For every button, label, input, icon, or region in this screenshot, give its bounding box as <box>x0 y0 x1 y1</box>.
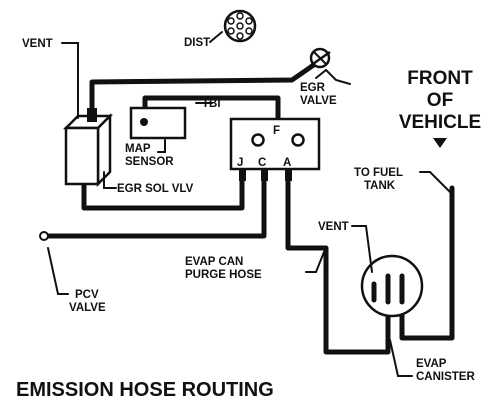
vent-canister-label: VENT <box>318 221 349 233</box>
tbi-block <box>229 117 321 181</box>
egr-vacuum-hose <box>89 59 321 121</box>
front-label-3: VEHICLE <box>399 112 481 133</box>
solenoid-to-tbi-hose <box>81 177 245 211</box>
egr-sol-vlv-leader <box>103 171 117 189</box>
vent-canister-leader <box>351 225 373 273</box>
distributor-icon <box>223 9 257 43</box>
map-sensor-label-2: SENSOR <box>125 156 174 168</box>
evap-purge-leader <box>305 251 325 273</box>
evap-purge-label-2: PURGE HOSE <box>185 269 262 281</box>
dist-leader <box>209 31 223 43</box>
egr-sol-vlv-label: EGR SOL VLV <box>117 183 194 195</box>
evap-canister-label-1: EVAP <box>416 358 447 370</box>
map-sensor-leader <box>157 139 166 153</box>
egr-valve <box>309 47 331 69</box>
egr-valve-label-1: EGR <box>300 82 326 94</box>
to-fuel-tank-leader <box>419 171 453 195</box>
evap-canister-label-2: CANISTER <box>416 371 475 383</box>
pcv-label-2: VALVE <box>69 302 106 314</box>
front-label-2: OF <box>427 90 453 111</box>
dist-label: DIST <box>184 37 210 49</box>
to-fuel-tank-label-1: TO FUEL <box>354 167 403 179</box>
evap-purge-hose <box>285 177 391 355</box>
vent-left-leader <box>61 42 79 119</box>
evap-purge-label-1: EVAP CAN <box>185 256 243 268</box>
evap-canister-leader <box>389 339 413 377</box>
port-c-label: C <box>258 157 266 169</box>
evap-canister <box>360 254 424 318</box>
pcv-hose <box>41 177 267 239</box>
to-fuel-tank-label-2: TANK <box>364 180 396 192</box>
pcv-leader <box>47 247 69 295</box>
tbi-label: TBI <box>202 98 221 110</box>
front-label-1: FRONT <box>407 68 473 89</box>
vent-left-label: VENT <box>22 38 53 50</box>
egr-solenoid <box>62 108 114 188</box>
pcv-label-1: PCV <box>75 289 99 301</box>
port-f-label: F <box>273 125 280 137</box>
down-arrow-icon <box>433 138 447 148</box>
pcv-valve <box>39 231 49 241</box>
egr-valve-label-2: VALVE <box>300 95 337 107</box>
port-j-label: J <box>237 157 243 169</box>
port-a-label: A <box>283 157 291 169</box>
diagram-title: EMISSION HOSE ROUTING <box>16 379 274 401</box>
map-sensor-label-1: MAP <box>125 143 151 155</box>
egr-valve-leader <box>315 68 351 85</box>
map-sensor <box>129 106 187 140</box>
